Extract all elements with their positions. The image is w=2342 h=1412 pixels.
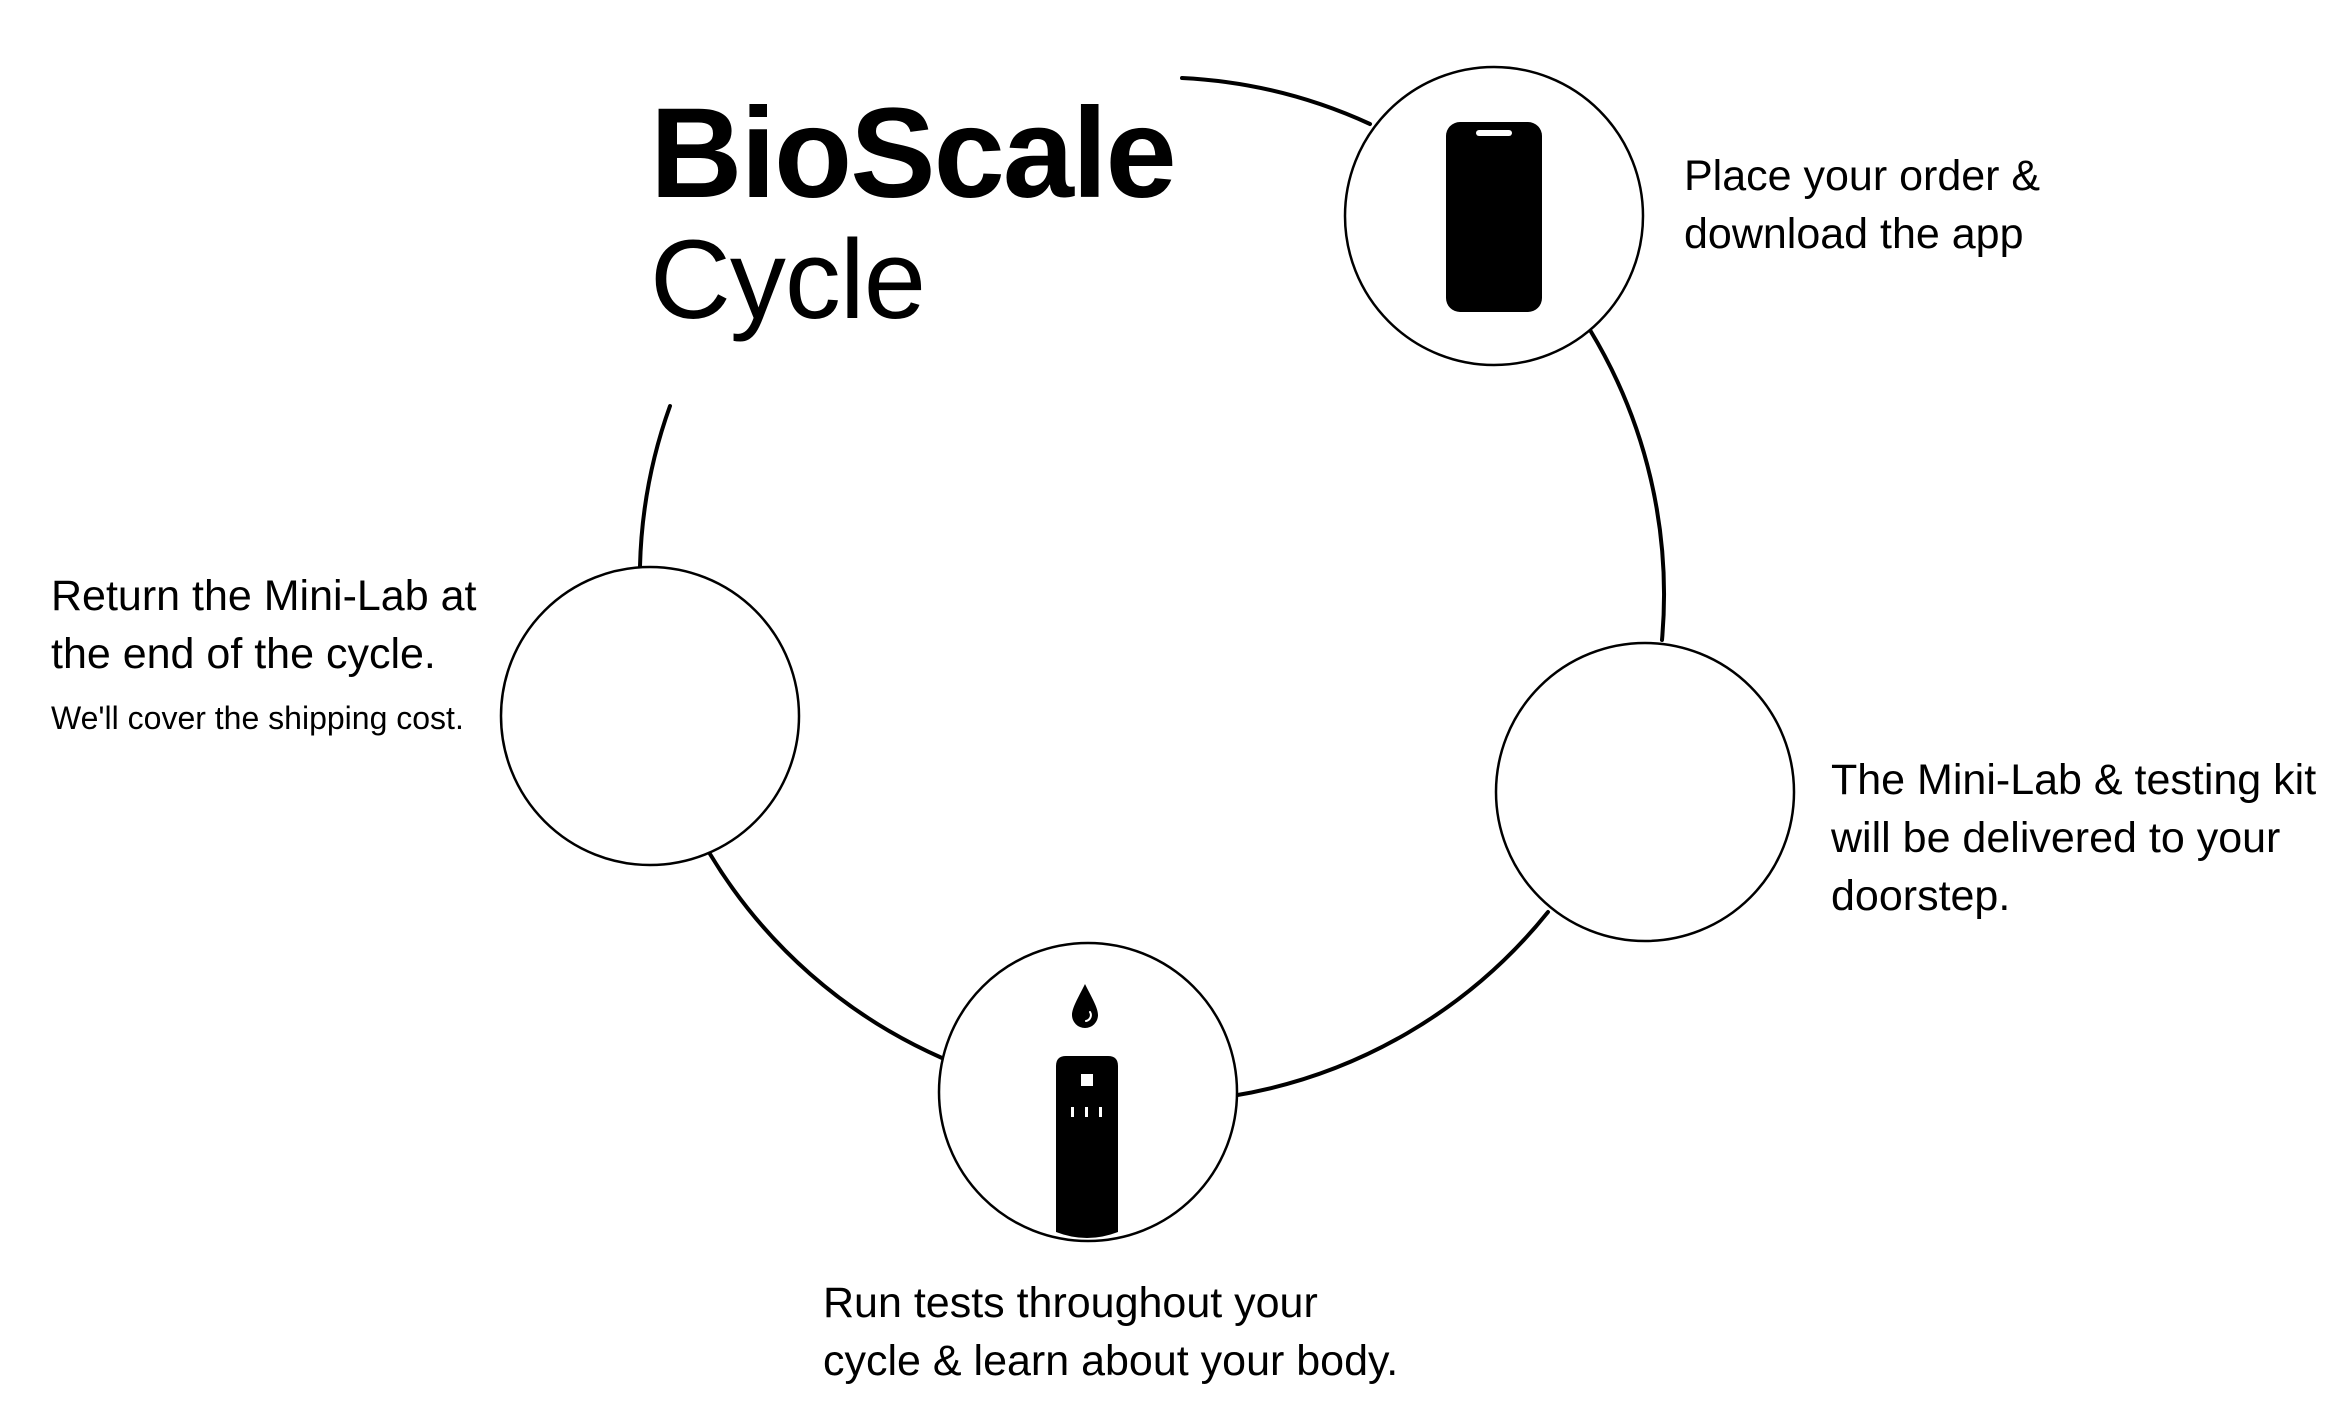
- test-strip-icon: [1056, 1056, 1118, 1238]
- step-return-text: Return the Mini-Lab at the end of the cy…: [51, 567, 476, 683]
- step-return-note: We'll cover the shipping cost.: [51, 700, 464, 736]
- ring-arc-bottom-left: [708, 852, 944, 1060]
- diagram-title: BioScale: [650, 82, 1177, 225]
- step-delivery-line2: will be delivered to your: [1831, 814, 2281, 862]
- step-order-line1: Place your order &: [1684, 152, 2041, 200]
- step-tests-line2: cycle & learn about your body.: [823, 1337, 1399, 1385]
- cycle-ring: [638, 76, 1666, 1098]
- step-return-line2: the end of the cycle.: [51, 630, 436, 678]
- step-delivery-line3: doorstep.: [1831, 872, 2011, 920]
- step-order-line2: download the app: [1684, 210, 2024, 258]
- phone-icon: [1446, 122, 1542, 312]
- step-order-text: Place your order & download the app: [1684, 147, 2040, 263]
- ring-arc-right: [1588, 328, 1666, 642]
- ring-arc-top: [1180, 76, 1372, 126]
- ring-arc-bottom-right: [1230, 910, 1550, 1098]
- step-circle-return: [499, 565, 801, 867]
- step-delivery-text: The Mini-Lab & testing kit will be deliv…: [1831, 751, 2316, 925]
- ring-arc-left: [638, 404, 672, 568]
- step-delivery-line1: The Mini-Lab & testing kit: [1831, 756, 2317, 804]
- step-return-line1: Return the Mini-Lab at: [51, 572, 477, 620]
- step-circle-delivery: [1494, 641, 1796, 943]
- step-tests-line1: Run tests throughout your: [823, 1279, 1318, 1327]
- diagram-subtitle: Cycle: [650, 217, 926, 342]
- step-tests-text: Run tests throughout your cycle & learn …: [823, 1274, 1398, 1390]
- title-block: BioScale Cycle: [650, 82, 1177, 342]
- drop-icon: [1072, 984, 1098, 1028]
